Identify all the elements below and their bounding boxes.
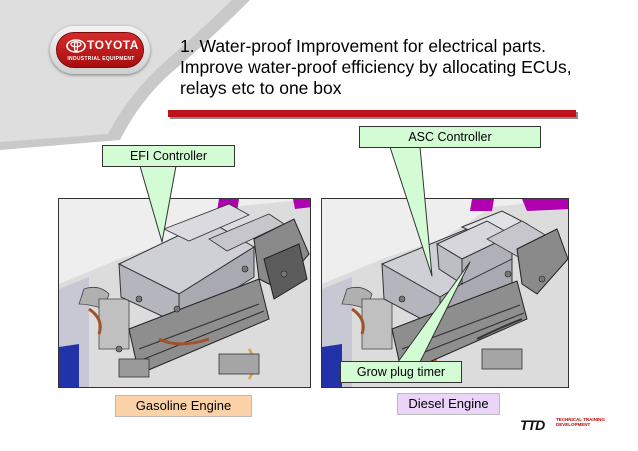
heading-line-1: 1. Water-proof Improvement for electrica… — [180, 36, 547, 56]
slide-heading: 1. Water-proof Improvement for electrica… — [180, 36, 620, 99]
title-divider — [168, 110, 576, 117]
asc-controller-callout: ASC Controller — [359, 126, 541, 148]
gasoline-engine-label: Gasoline Engine — [115, 395, 252, 417]
toyota-logo: TOYOTA INDUSTRIAL EQUIPMENT — [50, 26, 150, 74]
brand-division: INDUSTRIAL EQUIPMENT — [67, 56, 135, 62]
gasoline-engine-photo — [58, 198, 311, 388]
diesel-engine-photo — [321, 198, 569, 388]
ttd-mark: TTD — [520, 417, 545, 433]
toyota-emblem-icon — [66, 39, 86, 53]
ttd-text-line-1: TECHNICAL TRAINING — [556, 417, 605, 422]
diesel-engine-label: Diesel Engine — [397, 393, 500, 415]
ttd-text: TECHNICAL TRAINING DEVELOPMENT — [556, 417, 605, 427]
grow-plug-timer-callout: Grow plug timer — [340, 361, 462, 383]
efi-controller-callout: EFI Controller — [102, 145, 235, 167]
ttd-text-line-2: DEVELOPMENT — [556, 422, 591, 427]
heading-line-3: relays etc to one box — [180, 78, 342, 98]
heading-line-2: Improve water-proof efficiency by alloca… — [180, 57, 572, 77]
brand-name: TOYOTA — [87, 38, 139, 52]
